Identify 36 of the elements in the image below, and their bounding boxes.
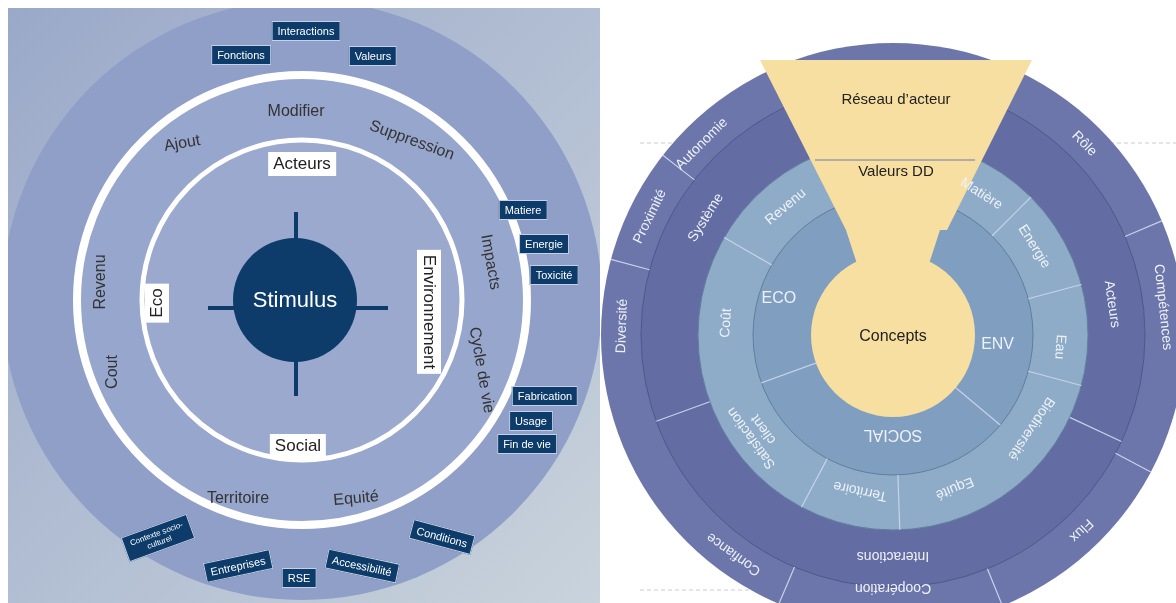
label-box: Acteurs: [268, 152, 336, 176]
segment-label: Flux: [1066, 515, 1097, 546]
ring-label: Equité: [332, 487, 380, 509]
tag-box: Usage: [509, 411, 553, 431]
segment-label: Coût: [716, 307, 735, 339]
ring-label: Territoire: [206, 489, 270, 507]
tag-box: Interactions: [271, 21, 341, 41]
tag-box: Fin de vie: [497, 434, 557, 454]
segment-label: SOCIAL: [863, 426, 923, 444]
ring-label: Cout: [103, 355, 121, 389]
segment-label: Territoire: [831, 478, 888, 505]
ring-label: Revenu: [91, 254, 109, 310]
segment-label: ENV: [981, 335, 1015, 354]
wedge-text: Valeurs DD: [857, 162, 935, 179]
tag-box: RSE: [281, 568, 317, 588]
ring-label: Impacts: [477, 232, 505, 292]
tag-box: Valeurs: [348, 46, 398, 66]
tag-box: Fabrication: [511, 386, 579, 406]
label-box: Environnement: [417, 249, 441, 375]
tag-box: Energie: [519, 234, 569, 254]
wedge-heading: Réseau d’acteur: [840, 90, 952, 107]
label-box: Social: [269, 434, 327, 458]
tag-box: Matiere: [498, 200, 548, 220]
label-box: Eco: [145, 283, 169, 323]
segment-label: Compétences: [1151, 262, 1176, 351]
segment-label: Eau: [1051, 333, 1070, 360]
segment-label: Interactions: [856, 549, 930, 565]
segment-label: Coopération: [854, 581, 932, 597]
ring-label: Cycle de vie: [465, 325, 499, 415]
segment-label: ECO: [761, 288, 797, 307]
segment-label: Acteurs: [1101, 279, 1125, 329]
tag-box: Toxicité: [529, 265, 579, 285]
ring-label: Ajout: [162, 130, 202, 156]
tag-box: Fonctions: [211, 45, 271, 65]
ring-label: Modifier: [267, 102, 325, 120]
segment-label: Diversité: [612, 298, 631, 353]
